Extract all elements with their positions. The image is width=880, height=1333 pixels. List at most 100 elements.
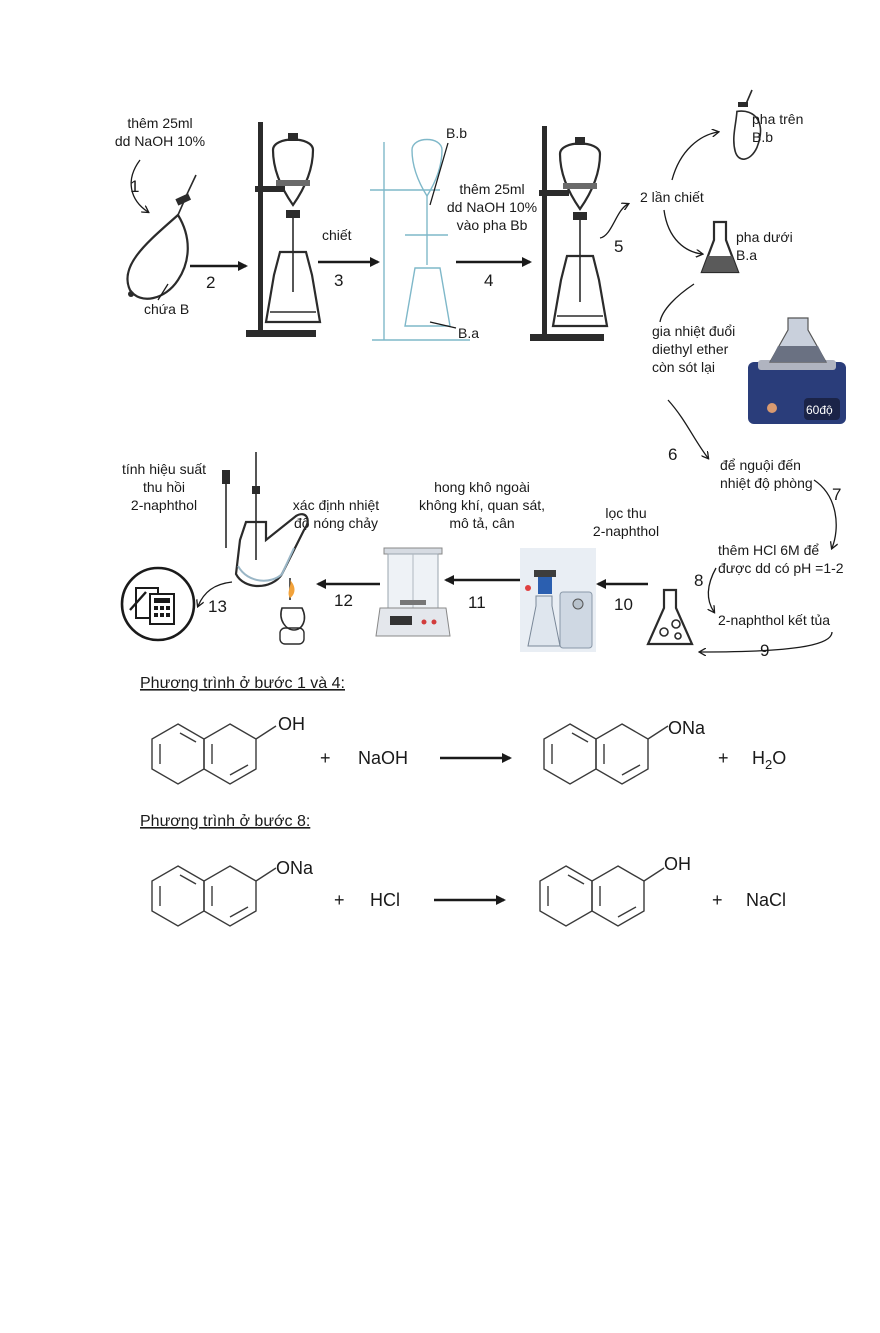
step-number-9: 9 [760, 641, 769, 660]
eq1-product-substituent: ONa [668, 718, 706, 738]
hotplate-stirrer-icon [748, 317, 846, 424]
eq1-plus-2: + [718, 748, 729, 768]
step10-label: lọc thu 2-naphthol [593, 505, 659, 539]
step-number-3: 3 [334, 271, 343, 290]
label-line: thu hồi [143, 479, 185, 495]
step-number-4: 4 [484, 271, 493, 290]
label-line: thêm HCl 6M để [718, 542, 819, 558]
eq2-plus-1: + [334, 890, 345, 910]
eq1-byproduct: H2O [752, 748, 786, 772]
step-number-2: 2 [206, 273, 215, 292]
step-number-11: 11 [468, 593, 486, 612]
step6-label: gia nhiệt đuổi diethyl ether còn sót lại [652, 323, 735, 375]
equation2-heading: Phương trình ở bước 8: [140, 813, 310, 830]
step4-label: thêm 25ml dd NaOH 10% vào pha Bb [447, 181, 537, 233]
phase-bb-label: B.b [446, 125, 467, 141]
step3-label: chiết [322, 227, 352, 243]
calculation-icon [120, 566, 196, 642]
eq1-reagent: NaOH [358, 748, 408, 768]
label-line: pha dưới [736, 229, 793, 245]
label-line: độ nóng chảy [294, 515, 378, 531]
extraction-stand-2-icon [530, 126, 609, 341]
naphthol-structure-reactant-1 [151, 723, 277, 785]
flask-b-label: chứa B [144, 301, 189, 317]
arrow-step-6 [667, 399, 708, 458]
eq2-byproduct: NaCl [746, 890, 786, 910]
eq2-reagent: HCl [370, 890, 400, 910]
label-line: tính hiệu suất [122, 461, 206, 477]
step-number-13: 13 [208, 597, 227, 616]
label-line: hong khô ngoài [434, 479, 530, 495]
label-line: còn sót lại [652, 359, 715, 375]
label-line: mô tả, cân [449, 515, 514, 531]
step-number-5: 5 [614, 237, 623, 256]
extraction-sketch-icon [370, 138, 470, 341]
step8-label: thêm HCl 6M để được dd có pH =1-2 [718, 542, 844, 576]
label-line: 2-naphthol [131, 497, 197, 513]
label-line: B.a [736, 247, 757, 263]
label-line: dd NaOH 10% [115, 133, 205, 149]
phase-ba-label: B.a [458, 325, 479, 341]
arrow-step-9 [700, 631, 833, 652]
arrow-lower-to-heat [659, 283, 695, 323]
step1-curved-arrow [130, 159, 148, 212]
naphthoxide-structure-reactant-2 [151, 865, 277, 927]
label-line: diethyl ether [652, 341, 729, 357]
arrow-step-7 [813, 479, 836, 548]
eq1-plus-1: + [320, 748, 331, 768]
phase-ba-pointer [429, 321, 457, 329]
label-line: để nguội đến [720, 457, 801, 473]
label-line: được dd có pH =1-2 [718, 560, 844, 576]
label-line: nhiệt độ phòng [720, 475, 813, 491]
label-line: 2-naphthol [593, 523, 659, 539]
label-line: xác định nhiệt [293, 497, 380, 513]
hotplate-temperature: 60độ [806, 403, 833, 417]
step-number-7: 7 [832, 485, 841, 504]
analytical-balance-icon [375, 547, 451, 637]
step1-label: thêm 25ml dd NaOH 10% [115, 115, 205, 149]
step-number-10: 10 [614, 595, 633, 614]
label-line: vào pha Bb [457, 217, 528, 233]
flask-lower-phase-icon [700, 220, 740, 274]
eq1-reactant-substituent: OH [278, 714, 305, 734]
arrow-step-8 [708, 567, 717, 612]
step13-label: tính hiệu suất thu hồi 2-naphthol [122, 461, 206, 513]
arrow-to-lower-phase [663, 209, 702, 254]
label-line: thêm 25ml [459, 181, 524, 197]
step-number-1: 1 [130, 177, 139, 196]
vacuum-filtration-icon [520, 548, 596, 652]
separatory-funnel-tilted-icon [126, 174, 197, 300]
step5-label: 2 lần chiết [640, 189, 704, 205]
step9-label: 2-naphthol kết tủa [718, 612, 830, 628]
label-line: lọc thu [605, 505, 646, 521]
eq2-reactant-substituent: ONa [276, 858, 314, 878]
flask-b-pointer [157, 283, 169, 301]
label-line: thêm 25ml [127, 115, 192, 131]
phase-bb-pointer [429, 142, 449, 206]
eq2-product-substituent: OH [664, 854, 691, 874]
small-funnel-icon [733, 89, 762, 160]
step7-label: để nguội đến nhiệt độ phòng [720, 457, 813, 491]
equation1-heading: Phương trình ở bước 1 và 4: [140, 675, 345, 692]
step12-label: xác định nhiệt độ nóng chảy [293, 497, 380, 531]
arrow-to-upper-phase [671, 132, 718, 181]
label-line: dd NaOH 10% [447, 199, 537, 215]
step-number-12: 12 [334, 591, 353, 610]
naphthol-structure-product-2 [539, 865, 665, 927]
label-line: B.b [752, 129, 773, 145]
extraction-stand-icon [246, 122, 322, 337]
label-line: không khí, quan sát, [419, 497, 545, 513]
step-number-8: 8 [694, 571, 703, 590]
label-line: gia nhiệt đuổi [652, 323, 735, 339]
thiele-tube-icon [222, 452, 309, 645]
arrow-step-13 [198, 581, 233, 606]
label-line: pha trên [752, 111, 803, 127]
arrow-step-5 [599, 204, 628, 239]
naphthoxide-structure-product-1 [543, 723, 669, 785]
precipitate-flask-icon [646, 588, 694, 646]
step11-label: hong khô ngoài không khí, quan sát, mô tả,… [419, 479, 545, 531]
eq2-plus-2: + [712, 890, 723, 910]
